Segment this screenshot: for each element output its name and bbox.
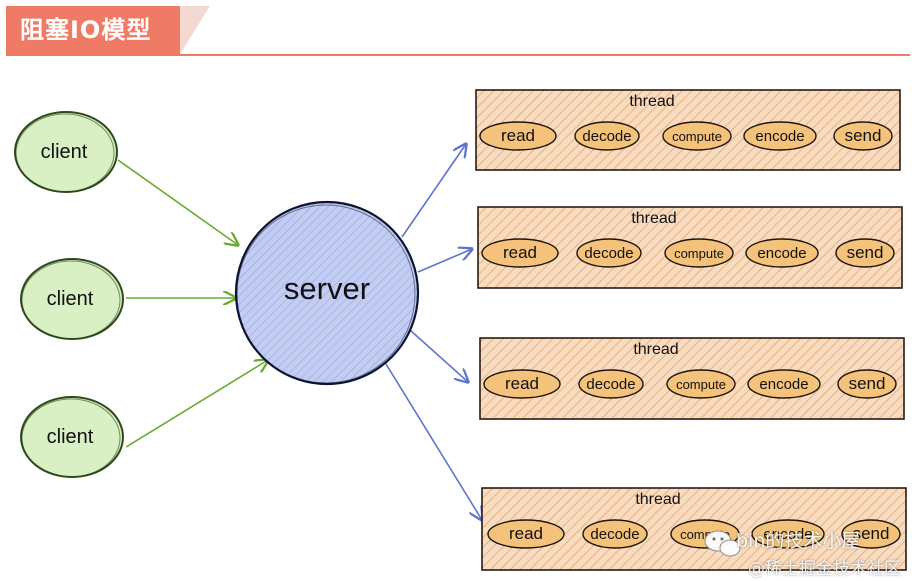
step-oval xyxy=(483,369,561,399)
step-label: decode xyxy=(582,128,631,145)
step-label: send xyxy=(845,126,882,145)
step-label: read xyxy=(509,524,543,543)
step-label: send xyxy=(853,524,890,543)
step-label: compute xyxy=(674,246,724,261)
step-oval xyxy=(582,519,648,549)
client-node-2: client xyxy=(20,258,124,340)
step-decode: decode xyxy=(576,238,642,268)
thread-box-2: thread read decode compute encode send xyxy=(477,206,903,289)
step-label: send xyxy=(849,374,886,393)
step-encode: encode xyxy=(743,121,817,151)
step-label: decode xyxy=(584,245,633,262)
step-oval xyxy=(835,238,895,268)
title-fold-decoration xyxy=(180,6,210,54)
step-send: send xyxy=(837,369,897,399)
thread-2-arrow xyxy=(417,249,472,273)
thread-label: thread xyxy=(629,93,674,110)
step-read: read xyxy=(483,369,561,399)
step-label: compute xyxy=(672,129,722,144)
thread-label: thread xyxy=(635,491,680,508)
client-1-arrow xyxy=(117,159,238,245)
step-label: encode xyxy=(759,376,808,393)
step-oval xyxy=(479,121,557,151)
client-node-3: client xyxy=(20,396,124,478)
step-oval xyxy=(841,519,901,549)
step-label: read xyxy=(501,126,535,145)
step-read: read xyxy=(479,121,557,151)
step-compute: compute xyxy=(664,238,734,268)
step-label: read xyxy=(503,243,537,262)
thread-box-1: thread read decode compute encode send xyxy=(475,89,901,171)
client-label: client xyxy=(41,141,88,163)
step-oval xyxy=(576,238,642,268)
step-send: send xyxy=(835,238,895,268)
title-underline xyxy=(6,54,910,56)
step-oval xyxy=(664,238,734,268)
step-oval xyxy=(578,369,644,399)
step-decode: decode xyxy=(574,121,640,151)
step-label: encode xyxy=(763,526,812,543)
thread-label: thread xyxy=(633,341,678,358)
step-decode: decode xyxy=(578,369,644,399)
step-oval xyxy=(745,238,819,268)
page-title: 阻塞IO模型 xyxy=(6,6,180,54)
watermark-line2: @稀土掘金技术社区 xyxy=(748,559,901,579)
step-encode: encode xyxy=(745,238,819,268)
thread-label: thread xyxy=(631,210,676,227)
step-compute: compute xyxy=(666,369,736,399)
wechat-logo xyxy=(704,530,741,557)
step-oval xyxy=(481,238,559,268)
threads-group: thread read decode compute encode send thread r… xyxy=(475,89,907,571)
step-oval xyxy=(833,121,893,151)
step-label: decode xyxy=(590,526,639,543)
step-decode: decode xyxy=(582,519,648,549)
server-label: server xyxy=(284,271,370,306)
client-node-1: client xyxy=(14,111,118,193)
step-oval xyxy=(487,519,565,549)
step-read: read xyxy=(487,519,565,549)
step-label: compute xyxy=(676,377,726,392)
step-oval xyxy=(747,369,821,399)
step-oval xyxy=(743,121,817,151)
step-label: encode xyxy=(755,128,804,145)
step-label: send xyxy=(847,243,884,262)
client-3-arrow xyxy=(125,360,268,448)
client-label: client xyxy=(47,288,94,310)
thread-1-arrow xyxy=(401,144,466,238)
thread-box-3: thread read decode compute encode send xyxy=(479,337,905,420)
server-node: server xyxy=(234,200,420,386)
watermark-line1: bin的技术小屋 xyxy=(736,530,861,552)
title-bar: 阻塞IO模型 xyxy=(6,6,910,58)
step-oval xyxy=(662,121,732,151)
thread-4-arrow xyxy=(385,363,482,520)
thread-3-arrow xyxy=(409,329,468,382)
step-label: read xyxy=(505,374,539,393)
step-oval xyxy=(751,519,825,549)
step-read: read xyxy=(481,238,559,268)
step-oval xyxy=(666,369,736,399)
step-oval xyxy=(574,121,640,151)
step-encode: encode xyxy=(747,369,821,399)
step-oval xyxy=(837,369,897,399)
step-label: decode xyxy=(586,376,635,393)
step-compute: compute xyxy=(662,121,732,151)
client-label: client xyxy=(47,426,94,448)
step-encode: encode xyxy=(751,519,825,549)
step-label: encode xyxy=(757,245,806,262)
step-send: send xyxy=(841,519,901,549)
step-send: send xyxy=(833,121,893,151)
